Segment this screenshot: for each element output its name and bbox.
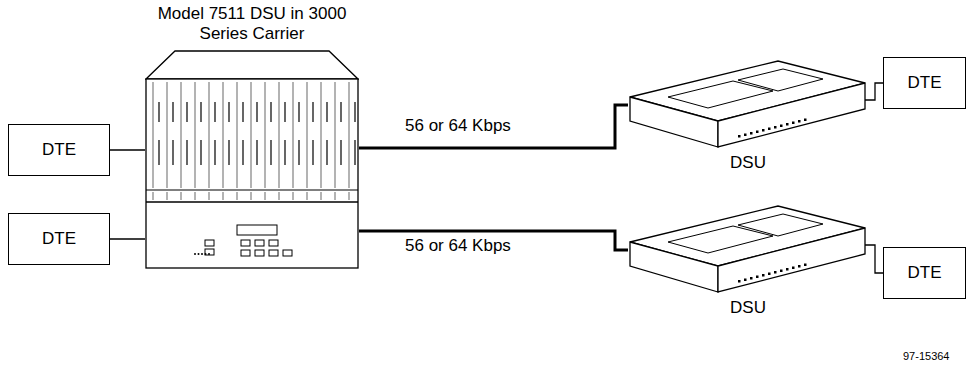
line-rate-label: 56 or 64 Kbps — [403, 236, 513, 256]
cable — [865, 83, 883, 100]
box-label: DTE — [42, 229, 76, 249]
cable — [110, 149, 145, 150]
dte-box: DTE — [883, 247, 966, 299]
dsu-unit: DSU — [628, 55, 868, 177]
carrier-title: Model 7511 DSU in 3000 Series Carrier — [152, 4, 352, 44]
cable — [110, 238, 145, 239]
dte-box: DTE — [8, 213, 110, 265]
dsu-unit: DSU — [628, 200, 868, 322]
figure-number: 97-15364 — [903, 350, 950, 362]
dte-box: DTE — [883, 57, 966, 109]
carrier-illustration — [145, 50, 359, 270]
device-label: DSU — [628, 153, 868, 173]
device-label: DSU — [628, 298, 868, 318]
box-label: DTE — [42, 140, 76, 160]
line-rate-label: 56 or 64 Kbps — [403, 116, 513, 136]
dte-box: DTE — [8, 124, 110, 176]
dsu-illustration — [628, 200, 868, 296]
dsu-illustration — [628, 55, 868, 151]
line-connection — [359, 105, 628, 148]
box-label: DTE — [908, 73, 942, 93]
dsu-carrier: Model 7511 DSU in 3000 Series Carrier — [145, 4, 359, 270]
box-label: DTE — [908, 263, 942, 283]
cable — [865, 245, 883, 273]
